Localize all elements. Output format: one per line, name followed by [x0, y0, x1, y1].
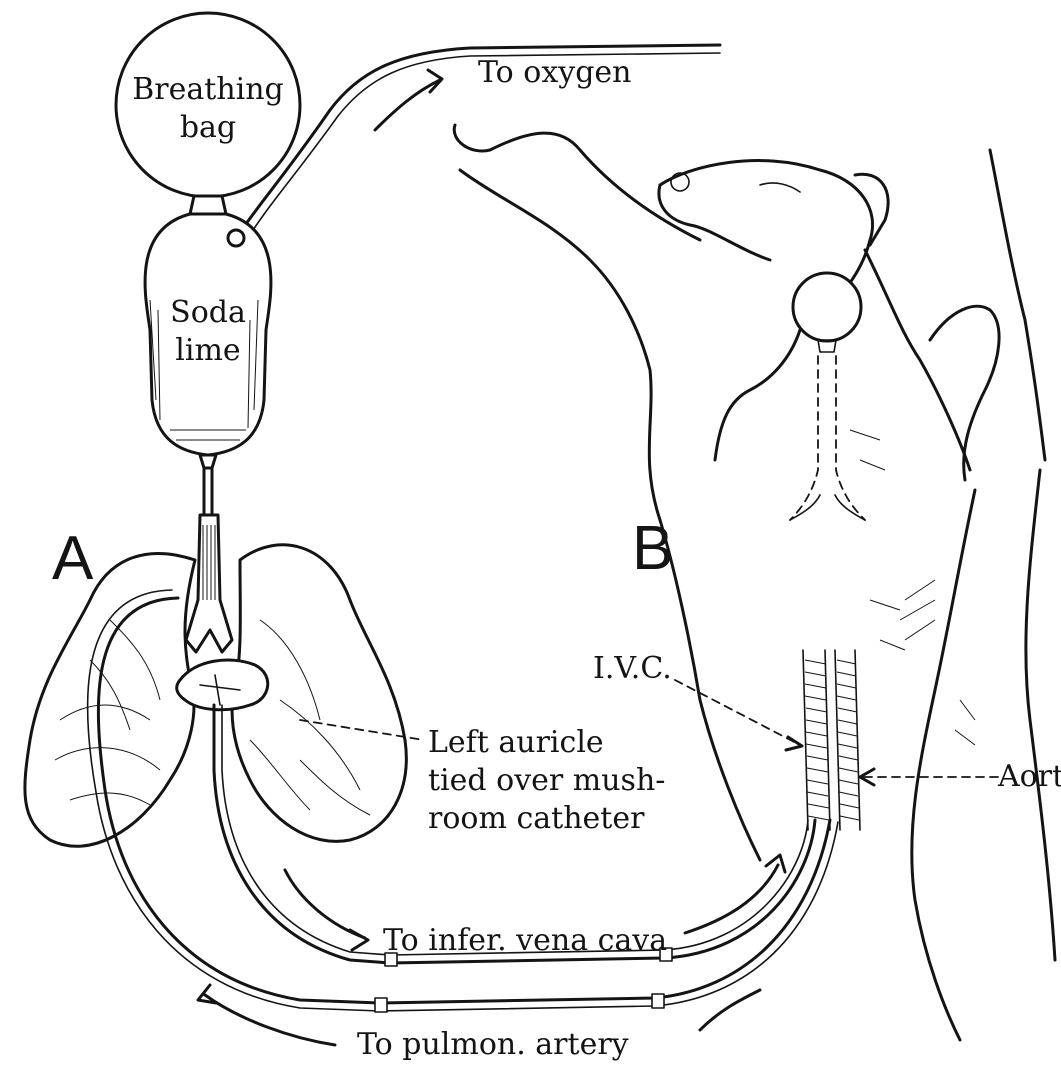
to-oxygen-label: To oxygen	[478, 58, 632, 88]
aorta-label: Aorta	[998, 762, 1061, 792]
dog-tracheal-bulb	[790, 273, 865, 520]
left-auricle-label: Left auricle tied over mush- room cathet…	[428, 728, 665, 834]
left-auricle-label-line2: tied over mush-	[428, 766, 665, 796]
left-auricle-label-line1: Left auricle	[428, 728, 665, 758]
left-auricle-label-line3: room catheter	[428, 804, 665, 834]
pulmon-arrow-right	[700, 990, 760, 1030]
breathing-bag-label: Breathing bag	[110, 75, 306, 143]
vena-cava-label: To infer. vena cava	[383, 926, 667, 956]
panel-b-label: B	[632, 518, 673, 580]
ivc-pointer-head	[786, 737, 802, 750]
aorta-vessel	[835, 650, 860, 830]
ivc-pointer	[675, 680, 800, 745]
ivc-label: I.V.C.	[593, 654, 672, 684]
ivc-vessel	[803, 650, 830, 830]
soda-lime-label-line1: Soda	[150, 298, 266, 328]
pulmon-arrow-left	[205, 995, 335, 1045]
breathing-bag-label-line1: Breathing	[110, 75, 306, 105]
vena-cava-arrow-right	[685, 865, 778, 933]
heart-left-auricle	[177, 660, 268, 710]
vena-cava-arrow-left	[285, 870, 365, 938]
vena-cava-arrowhead-left	[350, 930, 368, 950]
panel-a-label: A	[52, 528, 93, 590]
soda-lime-label: Soda lime	[150, 298, 266, 366]
breathing-bag-label-line2: bag	[110, 113, 306, 143]
pulmon-artery-label: To pulmon. artery	[357, 1030, 629, 1060]
oxygen-arrow	[375, 80, 440, 130]
dog-illustration	[454, 125, 1055, 1040]
soda-lime-label-line2: lime	[150, 336, 266, 366]
